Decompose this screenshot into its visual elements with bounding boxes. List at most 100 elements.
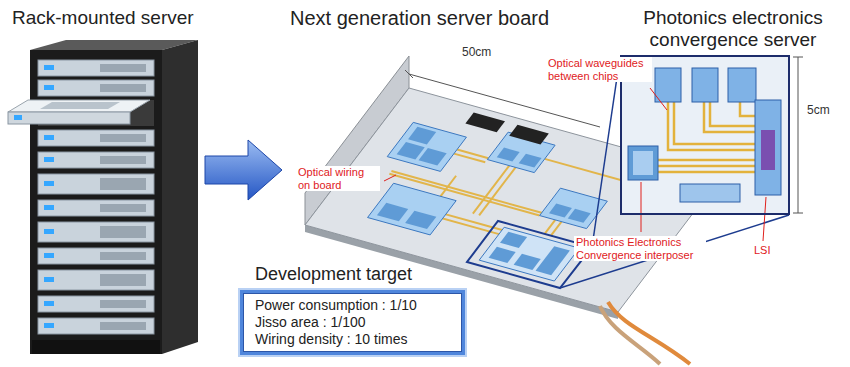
rack-unit bbox=[38, 80, 154, 96]
dimension-label: 50cm bbox=[460, 46, 493, 60]
waveguide bbox=[740, 102, 755, 116]
callout-label: Optical waveguides between chips bbox=[546, 57, 652, 82]
rack-unit bbox=[38, 60, 154, 76]
zoom-line bbox=[592, 57, 620, 247]
rack-unit bbox=[38, 270, 154, 290]
black-chip bbox=[509, 125, 549, 145]
rack-unit bbox=[38, 174, 154, 194]
dimension-label: 50cm bbox=[460, 46, 493, 60]
chip-cluster bbox=[405, 211, 436, 229]
chip-cluster bbox=[514, 254, 541, 270]
rack-unit bbox=[38, 130, 154, 146]
pulled-out-drawer bbox=[14, 115, 22, 120]
rack-unit bbox=[44, 229, 54, 234]
pulled-out-drawer bbox=[8, 112, 130, 124]
zoom-chip bbox=[628, 146, 658, 180]
callout-label: Optical wiring on board bbox=[296, 166, 380, 191]
rack-unit bbox=[100, 178, 146, 190]
zoom-chip bbox=[692, 68, 718, 102]
black-chip bbox=[465, 113, 505, 133]
optical-fiber bbox=[608, 302, 690, 364]
zoom-chip bbox=[728, 68, 756, 102]
waveguide bbox=[674, 102, 755, 144]
rack-unit bbox=[100, 300, 146, 308]
rack-unit bbox=[44, 65, 54, 70]
rack-unit bbox=[44, 253, 54, 258]
zoom-chip bbox=[633, 151, 653, 175]
leader-line bbox=[384, 88, 766, 241]
rack-unit bbox=[100, 274, 146, 286]
chip-cluster bbox=[568, 209, 591, 223]
server-rack bbox=[162, 40, 198, 354]
chip-cluster bbox=[519, 154, 542, 168]
zoom-chip bbox=[761, 130, 775, 170]
rack-unit bbox=[100, 84, 146, 92]
optical-fiber bbox=[600, 306, 660, 364]
rack-unit bbox=[44, 277, 54, 282]
zoom-chip bbox=[655, 68, 681, 102]
callout-label: LSI bbox=[752, 244, 773, 257]
rack-unit bbox=[100, 134, 146, 142]
rack-unit bbox=[100, 156, 146, 164]
chip-cluster bbox=[387, 122, 466, 171]
rack-unit bbox=[38, 222, 154, 242]
rack-plinth bbox=[32, 340, 160, 354]
dimension-line bbox=[405, 70, 413, 78]
waveguide bbox=[704, 102, 755, 132]
server-rack bbox=[8, 40, 198, 354]
rack-unit bbox=[100, 64, 146, 72]
node-heading: Development target bbox=[255, 264, 412, 285]
rack-unit bbox=[44, 85, 54, 90]
optical-wiring bbox=[454, 154, 485, 163]
rack-unit bbox=[38, 248, 154, 264]
rack-unit bbox=[38, 296, 154, 312]
rack-unit bbox=[44, 135, 54, 140]
rack-unit bbox=[44, 205, 54, 210]
target-box: Development targetPower consumption : 1/… bbox=[240, 290, 465, 355]
waveguide bbox=[658, 165, 755, 168]
rack-unit bbox=[44, 301, 54, 306]
waveguide bbox=[658, 102, 755, 172]
rack-unit bbox=[44, 181, 54, 186]
waveguide bbox=[658, 171, 755, 174]
optical-wiring bbox=[551, 222, 561, 236]
chip-cluster bbox=[489, 247, 516, 263]
callout-label: Optical waveguides between chips bbox=[546, 57, 652, 82]
rack-unit bbox=[38, 152, 154, 168]
flow-arrow bbox=[205, 140, 282, 200]
dimension-label: 5cm bbox=[805, 104, 832, 118]
node-text: Jisso area : 1/100 bbox=[255, 314, 450, 331]
waveguide bbox=[668, 102, 755, 150]
rack-unit bbox=[44, 323, 54, 328]
chip-cluster bbox=[419, 148, 447, 166]
chip-cluster bbox=[497, 148, 520, 162]
chip-cluster bbox=[536, 246, 570, 275]
waveguide bbox=[658, 159, 755, 162]
section-title: Next generation server board bbox=[290, 7, 549, 30]
section-title: Next generation server board bbox=[290, 7, 549, 30]
node-text: Wiring density : 10 times bbox=[255, 331, 450, 348]
leader-line bbox=[641, 182, 642, 232]
node-heading: Photonics electronics convergence server bbox=[622, 7, 844, 51]
optical-fiber bbox=[600, 302, 690, 364]
chip-cluster bbox=[368, 183, 457, 235]
node-text: Power consumption : 1/10 bbox=[255, 297, 450, 314]
dimension-label: 5cm bbox=[805, 104, 832, 118]
rack-unit bbox=[100, 252, 146, 260]
leader-line bbox=[763, 197, 766, 241]
pulled-out-drawer bbox=[8, 100, 154, 126]
dimension-line bbox=[793, 57, 803, 58]
chip-cluster bbox=[377, 203, 408, 221]
rack-unit bbox=[38, 200, 154, 216]
zoom-chip bbox=[755, 100, 781, 195]
section-title: Rack-mounted server bbox=[12, 7, 194, 29]
zoom-line bbox=[560, 215, 789, 288]
chip-cluster bbox=[479, 227, 579, 281]
pulled-out-drawer bbox=[40, 102, 120, 109]
waveguide bbox=[710, 102, 755, 126]
chip-cluster bbox=[500, 232, 527, 248]
rack-unit bbox=[38, 318, 154, 334]
optical-wiring bbox=[457, 149, 488, 158]
server-rack bbox=[30, 50, 162, 354]
